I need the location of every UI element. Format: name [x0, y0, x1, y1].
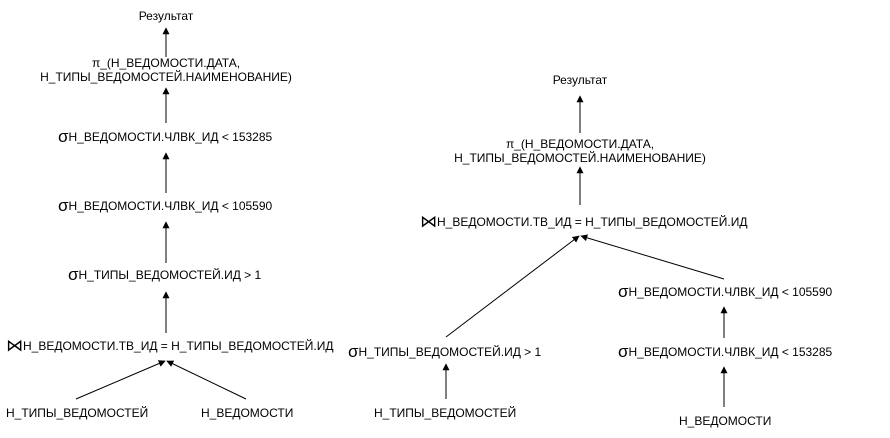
right-join-text: Н_ВЕДОМОСТИ.ТВ_ИД = Н_ТИПЫ_ВЕДОМОСТЕЙ.ИД [437, 215, 748, 229]
left-table-vedomosti-node: Н_ВЕДОМОСТИ [201, 406, 294, 420]
left-selection-chlvk-105590-node: σН_ВЕДОМОСТИ.ЧЛВК_ИД < 105590 [58, 196, 273, 215]
left-selection-chlvk-153285-node: σН_ВЕДОМОСТИ.ЧЛВК_ИД < 153285 [58, 127, 273, 146]
left-table-tipy-node: Н_ТИПЫ_ВЕДОМОСТЕЙ [6, 406, 149, 420]
left-join-text: Н_ВЕДОМОСТИ.ТВ_ИД = Н_ТИПЫ_ВЕДОМОСТЕЙ.ИД [23, 339, 334, 353]
right-selection-tip-id-node: σН_ТИПЫ_ВЕДОМОСТЕЙ.ИД > 1 [348, 342, 542, 361]
right-projection-line2: Н_ТИПЫ_ВЕДОМОСТЕЙ.НАИМЕНОВАНИЕ) [454, 151, 706, 165]
left-projection-node: π_(Н_ВЕДОМОСТИ.ДАТА, Н_ТИПЫ_ВЕДОМОСТЕЙ.Н… [26, 56, 306, 84]
right-result-node: Результат [552, 73, 608, 87]
right-selection-chlvk-105590-node: σН_ВЕДОМОСТИ.ЧЛВК_ИД < 105590 [618, 282, 833, 301]
right-selection-chlvk-105590-text: Н_ВЕДОМОСТИ.ЧЛВК_ИД < 105590 [628, 285, 833, 299]
sigma-icon: σ [348, 342, 359, 361]
left-selection-chlvk-153285-text: Н_ВЕДОМОСТИ.ЧЛВК_ИД < 153285 [68, 130, 273, 144]
sigma-icon: σ [618, 342, 629, 361]
sigma-icon: σ [618, 282, 629, 301]
right-selection-tip-id-text: Н_ТИПЫ_ВЕДОМОСТЕЙ.ИД > 1 [358, 345, 542, 359]
sigma-icon: σ [58, 127, 69, 146]
left-selection-tip-id-text: Н_ТИПЫ_ВЕДОМОСТЕЙ.ИД > 1 [78, 268, 262, 282]
left-selection-chlvk-105590-text: Н_ВЕДОМОСТИ.ЧЛВК_ИД < 105590 [68, 199, 273, 213]
right-projection-line1: π_(Н_ВЕДОМОСТИ.ДАТА, [505, 137, 655, 151]
left-projection-line1: π_(Н_ВЕДОМОСТИ.ДАТА, [91, 56, 241, 70]
bowtie-join-icon: ⋈ [420, 212, 437, 231]
left-edge-vedomosti-to-join [166, 360, 247, 400]
right-join-node: ⋈Н_ВЕДОМОСТИ.ТВ_ИД = Н_ТИПЫ_ВЕДОМОСТЕЙ.И… [420, 212, 748, 231]
left-join-node: ⋈Н_ВЕДОМОСТИ.ТВ_ИД = Н_ТИПЫ_ВЕДОМОСТЕЙ.И… [6, 336, 334, 355]
right-projection-node: π_(Н_ВЕДОМОСТИ.ДАТА, Н_ТИПЫ_ВЕДОМОСТЕЙ.Н… [440, 137, 720, 165]
right-edge-seltip-to-join [445, 235, 580, 338]
left-result-node: Результат [138, 9, 194, 23]
sigma-icon: σ [68, 265, 79, 284]
right-table-tipy-node: Н_ТИПЫ_ВЕДОМОСТЕЙ [374, 406, 517, 420]
right-selection-chlvk-153285-text: Н_ВЕДОМОСТИ.ЧЛВК_ИД < 153285 [628, 345, 833, 359]
left-edge-tipy-to-join [75, 360, 166, 400]
bowtie-join-icon: ⋈ [6, 336, 23, 355]
right-table-vedomosti-node: Н_ВЕДОМОСТИ [679, 414, 772, 428]
left-selection-tip-id-node: σН_ТИПЫ_ВЕДОМОСТЕЙ.ИД > 1 [68, 265, 262, 284]
left-projection-line2: Н_ТИПЫ_ВЕДОМОСТЕЙ.НАИМЕНОВАНИЕ) [40, 70, 292, 84]
right-edge-sel105590-to-join [580, 234, 725, 280]
right-selection-chlvk-153285-node: σН_ВЕДОМОСТИ.ЧЛВК_ИД < 153285 [618, 342, 833, 361]
sigma-icon: σ [58, 196, 69, 215]
